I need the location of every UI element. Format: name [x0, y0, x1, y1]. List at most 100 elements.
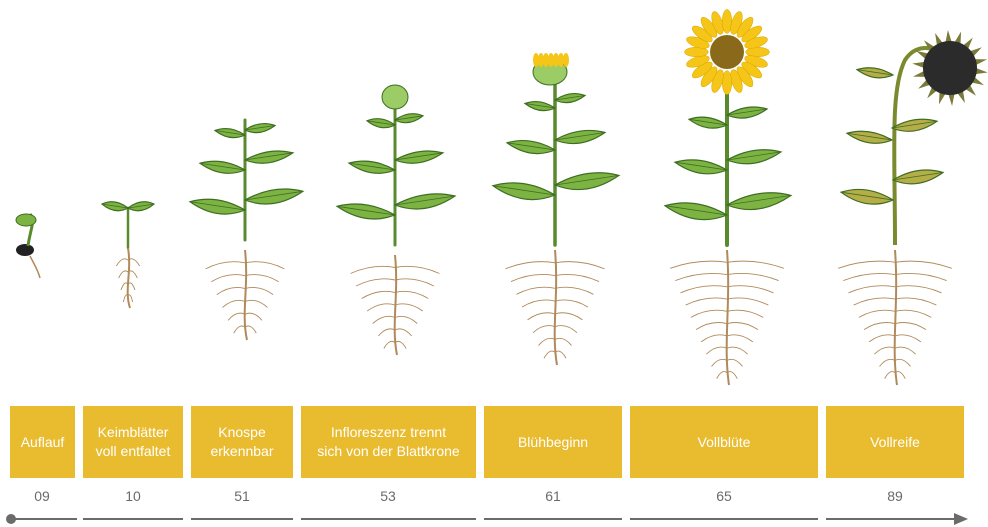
- bbch-code: 10: [103, 488, 163, 504]
- petal: [722, 10, 732, 34]
- stage-label: Keimblätter voll entfaltet: [96, 423, 171, 461]
- side-root: [675, 273, 727, 280]
- side-root: [245, 300, 268, 307]
- leaf-shape: [893, 170, 943, 184]
- main-root: [555, 250, 557, 365]
- side-root: [539, 338, 556, 345]
- side-root: [854, 298, 895, 305]
- side-root: [717, 372, 727, 379]
- side-root: [727, 298, 768, 305]
- leaf-shape: [689, 117, 727, 128]
- side-root: [245, 326, 256, 333]
- petal: [685, 47, 709, 57]
- stage-box-knospe: Knospe erkennbar: [191, 406, 293, 478]
- side-root: [859, 310, 895, 317]
- bud: [382, 85, 408, 109]
- side-root: [245, 275, 279, 282]
- side-root: [245, 262, 284, 269]
- side-root: [395, 291, 428, 298]
- plant-stage-bluehbeginn: [493, 53, 619, 365]
- bbch-code: 51: [212, 488, 272, 504]
- side-root: [555, 300, 588, 307]
- cotyledon: [16, 214, 36, 226]
- side-root: [895, 261, 952, 268]
- side-root: [245, 313, 262, 320]
- stage-box-bluehbeginn: Blühbeginn: [484, 406, 622, 478]
- side-root: [712, 359, 728, 366]
- timeline-segment: [12, 518, 77, 520]
- side-root: [234, 326, 245, 333]
- stage-box-keimblaetter: Keimblätter voll entfaltet: [83, 406, 183, 478]
- side-root: [885, 372, 895, 379]
- leaf-shape: [395, 151, 443, 163]
- side-root: [362, 291, 395, 298]
- bbch-code: 89: [865, 488, 925, 504]
- stage-box-auflauf: Auflauf: [10, 406, 75, 478]
- main-root: [895, 250, 897, 385]
- side-root: [895, 322, 926, 329]
- stage-label: Auflauf: [21, 433, 65, 452]
- leaf-shape: [675, 160, 727, 174]
- main-root: [727, 250, 729, 385]
- leaf-shape: [665, 203, 727, 220]
- stage-label: Knospe erkennbar: [210, 423, 273, 461]
- side-root: [395, 279, 434, 286]
- radicle: [30, 256, 40, 278]
- side-root: [843, 273, 895, 280]
- stage-label: Vollreife: [870, 433, 920, 452]
- timeline-segment: [191, 518, 293, 520]
- side-root: [681, 286, 728, 293]
- leaf-shape: [727, 107, 767, 118]
- side-root: [395, 316, 417, 323]
- leaf-shape: [395, 194, 455, 209]
- side-root: [119, 271, 128, 278]
- petal: [746, 47, 770, 57]
- side-root: [727, 286, 774, 293]
- side-root: [849, 286, 896, 293]
- side-root: [895, 310, 931, 317]
- side-root: [211, 275, 245, 282]
- side-root: [555, 287, 594, 294]
- timeline-segment: [484, 518, 622, 520]
- leaf-shape: [349, 161, 395, 173]
- side-root: [373, 316, 395, 323]
- leaf-shape: [727, 193, 791, 210]
- seed: [16, 244, 34, 256]
- timeline-segment: [301, 518, 476, 520]
- side-root: [727, 335, 753, 342]
- side-root: [533, 326, 555, 333]
- timeline-arrow-head: [954, 513, 968, 525]
- leaf-shape: [555, 130, 605, 143]
- side-root: [223, 300, 246, 307]
- leaf-shape: [507, 141, 555, 154]
- bbch-code: 09: [12, 488, 72, 504]
- stage-box-vollreife: Vollreife: [826, 406, 964, 478]
- side-root: [245, 287, 273, 294]
- side-root: [384, 341, 395, 348]
- side-root: [869, 335, 895, 342]
- side-root: [691, 310, 727, 317]
- side-root: [356, 279, 395, 286]
- flower-center: [710, 35, 744, 69]
- side-root: [228, 313, 245, 320]
- leaf-shape: [857, 68, 893, 78]
- plant-stage-knospe: [190, 120, 303, 340]
- side-root: [128, 283, 135, 290]
- side-root: [874, 347, 895, 354]
- plant-stage-vollbluete: [665, 10, 791, 385]
- side-root: [895, 335, 921, 342]
- leaf-shape: [200, 161, 245, 173]
- side-root: [727, 359, 743, 366]
- side-root: [506, 262, 556, 269]
- side-root: [864, 322, 895, 329]
- side-root: [895, 273, 947, 280]
- side-root: [395, 266, 439, 273]
- dried-bract: [912, 62, 924, 68]
- side-root: [555, 262, 605, 269]
- side-root: [895, 359, 911, 366]
- timeline-segment: [83, 518, 183, 520]
- stage-label: Vollblüte: [698, 433, 751, 452]
- side-root: [116, 259, 128, 266]
- side-root: [206, 262, 245, 269]
- plant-stage-vollreife: [838, 30, 988, 385]
